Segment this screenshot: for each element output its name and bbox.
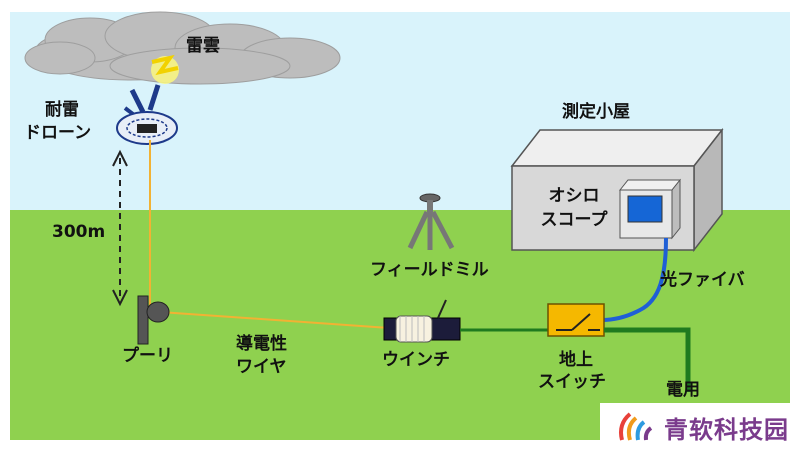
ground-switch-icon [547,303,605,337]
drone-icon [116,84,178,145]
wire-label-line1: 導電性 [236,334,287,354]
drone-label-line1: 耐雷 [45,100,79,120]
fiber-label: 光ファイバ [660,270,745,290]
oscilloscope-icon [618,178,682,240]
optical-fiber [601,237,668,322]
thundercloud [24,11,341,85]
scope-label-line2: スコープ [540,210,608,230]
distance-label: 300m [52,222,106,242]
watermark: 青软科技园 [600,403,800,449]
lightning-icon [151,54,179,84]
pulley-label: プーリ [122,346,173,366]
watermark-text: 青软科技园 [664,416,789,444]
winch-label: ウインチ [382,350,450,370]
cloud-label: 雷雲 [186,36,220,56]
wire-label-line2: ワイヤ [236,357,287,377]
watermark-logo-icon [619,412,653,441]
switch-label-line1: 地上 [559,350,593,370]
winch-icon [383,299,461,343]
pulley-icon [137,295,170,345]
hut-label: 測定小屋 [562,102,630,122]
field-mill-label: フィールドミル [370,260,489,280]
ground-label: 電用 [666,380,700,400]
ground-line [604,327,691,392]
switch-label-line2: スイッチ [538,372,606,392]
distance-arrow [112,149,128,307]
drone-label-line2: ドローン [24,123,92,143]
field-mill-icon [407,193,455,250]
scope-label-line1: オシロ [548,186,600,206]
